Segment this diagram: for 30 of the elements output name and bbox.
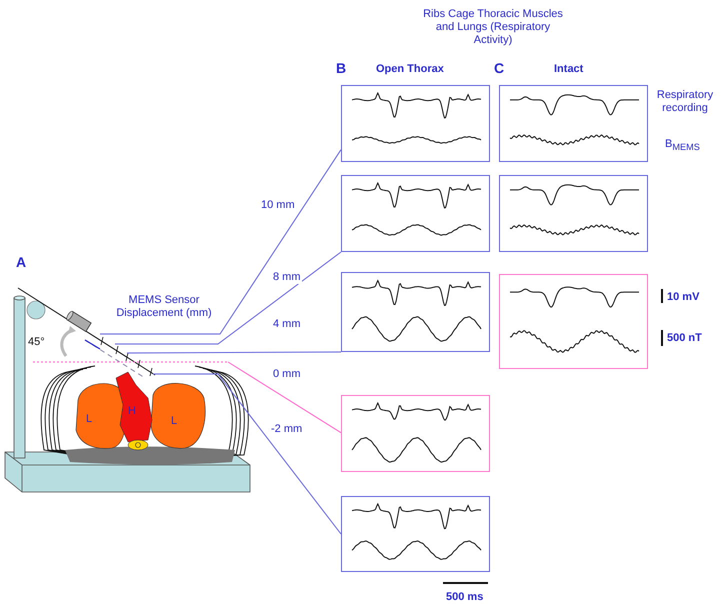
column-heading: Open Thorax: [376, 63, 444, 76]
trace-panel: [499, 274, 648, 369]
figure-title: Ribs Cage Thoracic Muscles and Lungs (Respiratory Activity): [422, 8, 564, 47]
scale-label: 500 ms: [446, 591, 484, 604]
column-heading: Intact: [554, 63, 584, 76]
organ-label: L: [171, 415, 178, 428]
panel-letter: A: [16, 256, 26, 269]
leader-line: [228, 362, 342, 434]
leader-line: [100, 149, 342, 334]
scale-label: 10 mV: [667, 291, 700, 304]
leader-line: [114, 252, 342, 344]
organ-label: L: [86, 413, 92, 426]
scale-label: 500 nT: [667, 332, 702, 345]
trace-panel: [341, 85, 490, 162]
row-label: Respiratory recording: [656, 89, 714, 115]
leader-line: [126, 352, 342, 354]
leader-line: [152, 374, 342, 534]
trace-panel: [499, 85, 648, 162]
panel-letter: C: [494, 62, 504, 75]
panel-letter: B: [336, 62, 346, 75]
trace-panel: [341, 175, 490, 252]
row-label: B$_{MEMS}$: [665, 138, 700, 154]
angle-label: 45°: [28, 336, 45, 349]
trace-panel: [341, 272, 490, 352]
trace-panel: [341, 395, 490, 472]
trace-panel: [499, 175, 648, 252]
axis-label: MEMS Sensor Displacement (mm): [115, 294, 213, 320]
trace-panel: [341, 496, 490, 572]
edge-label: 8 mm: [272, 271, 302, 284]
organ-label: H: [128, 405, 136, 418]
